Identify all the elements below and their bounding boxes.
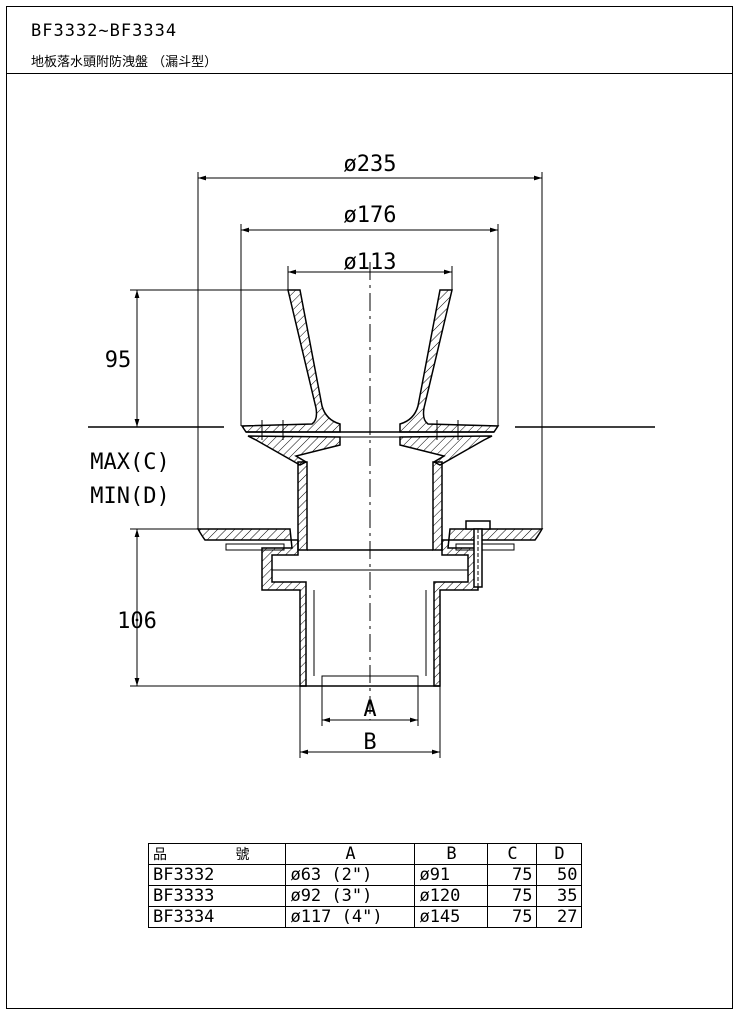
product-subtitle: 地板落水頭附防洩盤 （漏斗型） xyxy=(31,55,218,70)
d113-label: ø113 xyxy=(344,250,397,275)
table-row: BF3334 ø117 (4") ø145 75 27 xyxy=(147,906,583,928)
cell-a: ø92 (3") xyxy=(285,885,416,907)
h95-label: 95 xyxy=(105,348,132,373)
cell-b: ø120 xyxy=(414,885,489,907)
b-label: B xyxy=(363,730,376,755)
cell-d: 35 xyxy=(536,885,583,907)
a-label: A xyxy=(363,697,376,722)
bolt xyxy=(465,520,491,588)
drawing-frame: BF3332~BF3334 地板落水頭附防洩盤 （漏斗型） xyxy=(6,6,733,1009)
dimension-a: A xyxy=(321,686,419,726)
header-b: B xyxy=(414,843,489,865)
cell-d: 50 xyxy=(536,864,583,886)
dimension-d235: ø235 xyxy=(197,152,543,529)
funnel-body xyxy=(240,289,500,438)
dimension-106: 106 xyxy=(117,528,300,687)
cell-a: ø117 (4") xyxy=(285,906,416,928)
table-row: BF3332 ø63 (2") ø91 75 50 xyxy=(147,864,583,886)
min-d-label: MIN(D) xyxy=(90,484,169,509)
dimension-d176: ø176 xyxy=(240,203,499,426)
cell-c: 75 xyxy=(487,864,538,886)
strainer-collar xyxy=(247,435,493,466)
cell-model: BF3333 xyxy=(147,885,287,907)
table-row: BF3333 ø92 (3") ø120 75 35 xyxy=(147,885,583,907)
model-range-title: BF3332~BF3334 xyxy=(31,21,178,41)
cell-a: ø63 (2") xyxy=(285,864,416,886)
cell-b: ø145 xyxy=(414,906,489,928)
cell-c: 75 xyxy=(487,906,538,928)
dimension-d113: ø113 xyxy=(287,250,453,290)
cell-b: ø91 xyxy=(414,864,489,886)
header-model: 品 號 xyxy=(147,843,287,865)
dimension-b: B xyxy=(299,686,441,758)
inner-tube xyxy=(297,461,443,551)
d235-label: ø235 xyxy=(344,152,397,177)
spec-table: 品 號 A B C D BF3332 ø63 (2") ø91 75 50 BF… xyxy=(147,843,583,928)
cell-c: 75 xyxy=(487,885,538,907)
header-d: D xyxy=(536,843,583,865)
d176-label: ø176 xyxy=(344,203,397,228)
title-block: BF3332~BF3334 地板落水頭附防洩盤 （漏斗型） xyxy=(7,7,732,74)
spec-table-header: 品 號 A B C D xyxy=(147,843,583,865)
cell-d: 27 xyxy=(536,906,583,928)
cell-model: BF3334 xyxy=(147,906,287,928)
cell-model: BF3332 xyxy=(147,864,287,886)
h106-label: 106 xyxy=(117,609,157,634)
header-a: A xyxy=(285,843,416,865)
dimension-95: 95 xyxy=(105,289,288,427)
max-c-label: MAX(C) xyxy=(90,450,169,475)
header-c: C xyxy=(487,843,538,865)
